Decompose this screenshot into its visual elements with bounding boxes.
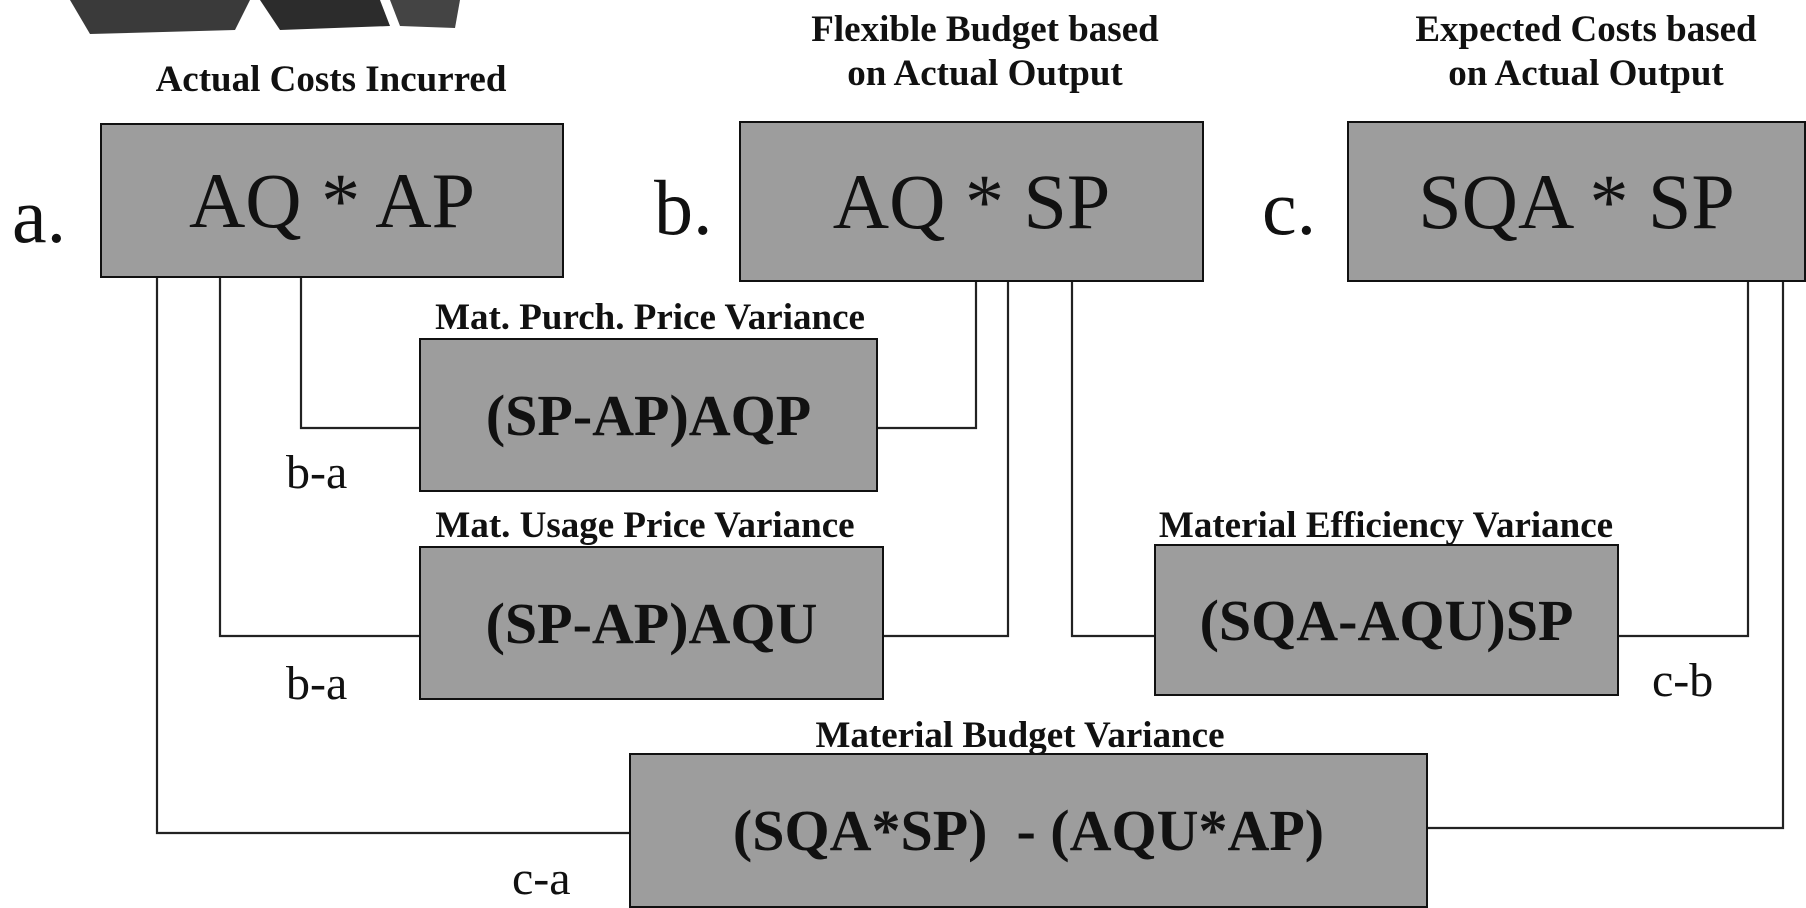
- connector-a-usage: [218, 278, 419, 638]
- corner-illustration: [70, 0, 460, 34]
- box-usage-price-variance: (SP-AP)AQU: [419, 546, 884, 700]
- tag-budget: c-a: [512, 852, 571, 905]
- box-purchase-price-variance: (SP-AP)AQP: [419, 338, 878, 492]
- formula-expected: SQA * SP: [1418, 157, 1735, 245]
- marker-b: b.: [654, 164, 713, 251]
- title-budget-text: Material Budget Variance: [815, 715, 1225, 756]
- box-budget-variance: (SQA*SP) - (AQU*AP): [629, 753, 1428, 908]
- tag-usage-price: b-a: [286, 657, 348, 710]
- heading-actual-costs: Actual Costs Incurred: [96, 58, 566, 102]
- heading-expected-line1: Expected Costs based: [1415, 9, 1757, 50]
- connector-a-budget: [155, 278, 629, 835]
- title-usage-price-variance: Mat. Usage Price Variance: [392, 504, 898, 548]
- title-purchase-price-text: Mat. Purch. Price Variance: [435, 297, 865, 338]
- corner-block-1: [70, 0, 250, 34]
- formula-purchase-price: (SP-AP)AQP: [485, 382, 812, 448]
- marker-a: a.: [12, 172, 67, 259]
- heading-expected-line2: on Actual Output: [1448, 53, 1724, 94]
- title-efficiency-variance: Material Efficiency Variance: [1116, 504, 1656, 548]
- formula-flexible: AQ * SP: [832, 157, 1111, 245]
- tag-efficiency: c-b: [1652, 654, 1714, 707]
- corner-block-2: [260, 0, 390, 30]
- heading-flexible-line2: on Actual Output: [847, 53, 1123, 94]
- formula-budget: (SQA*SP) - (AQU*AP): [732, 798, 1325, 863]
- heading-flexible-line1: Flexible Budget based: [811, 9, 1159, 50]
- formula-actual: AQ * AP: [188, 156, 476, 244]
- title-budget-variance: Material Budget Variance: [760, 714, 1280, 758]
- title-purchase-price-variance: Mat. Purch. Price Variance: [390, 296, 910, 340]
- connector-c-eff: [1619, 282, 1750, 638]
- marker-c: c.: [1262, 164, 1317, 251]
- tag-purchase-price: b-a: [286, 446, 348, 499]
- box-flexible-budget: AQ * SP: [739, 121, 1204, 282]
- title-efficiency-text: Material Efficiency Variance: [1158, 505, 1614, 546]
- box-expected-costs: SQA * SP: [1347, 121, 1806, 282]
- formula-usage-price: (SP-AP)AQU: [485, 590, 818, 656]
- connector-b-eff: [1070, 282, 1154, 638]
- connector-b-purch: [878, 282, 978, 430]
- connector-b-usage: [884, 282, 1010, 638]
- connector-c-budget: [1428, 282, 1785, 830]
- formula-efficiency: (SQA-AQU)SP: [1199, 587, 1574, 653]
- connector-a-purch: [299, 278, 419, 430]
- heading-flexible-budget: Flexible Budget based on Actual Output: [740, 8, 1230, 96]
- box-efficiency-variance: (SQA-AQU)SP: [1154, 544, 1619, 696]
- title-usage-price-text: Mat. Usage Price Variance: [435, 505, 855, 546]
- heading-actual-text: Actual Costs Incurred: [155, 59, 507, 100]
- box-actual-costs: AQ * AP: [100, 123, 564, 278]
- corner-block-3: [390, 0, 460, 28]
- heading-expected-costs: Expected Costs based on Actual Output: [1366, 8, 1806, 96]
